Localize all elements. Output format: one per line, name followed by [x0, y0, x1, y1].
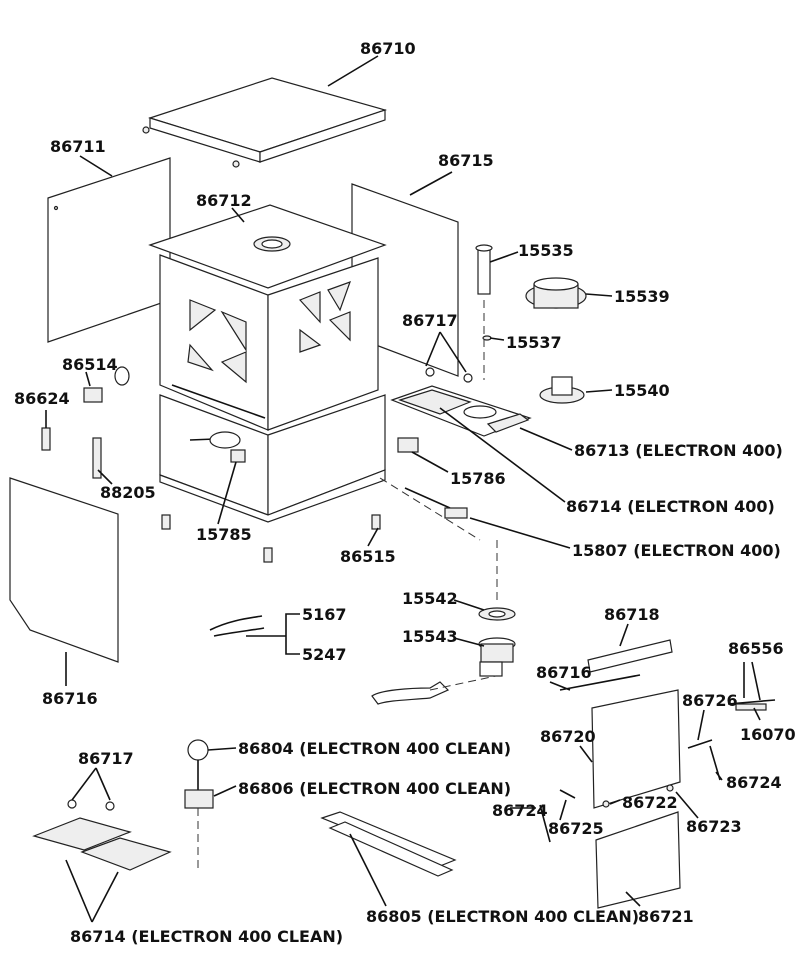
label-86724-right: 86724	[726, 773, 782, 792]
left-side-panel-part	[47, 157, 171, 343]
label-86715: 86715	[438, 151, 494, 170]
label-86714-electron-400: 86714 (ELECTRON 400)	[566, 497, 775, 516]
rinse-aid-parts	[475, 244, 587, 404]
label-86717-top: 86717	[402, 311, 458, 330]
label-86712: 86712	[196, 191, 252, 210]
label-86720: 86720	[540, 727, 596, 746]
label-15537: 15537	[506, 333, 562, 352]
label-86716-front: 86716	[42, 689, 98, 708]
label-15535: 15535	[518, 241, 574, 260]
label-86721: 86721	[638, 907, 694, 926]
alignment-lines	[197, 300, 498, 870]
label-86804: 86804 (ELECTRON 400 CLEAN)	[238, 739, 511, 758]
label-15540: 15540	[614, 381, 670, 400]
label-86556: 86556	[728, 639, 784, 658]
part-number-labels: 86710 86711 86715 86712 15535 15539 8671…	[14, 39, 796, 946]
label-15542: 15542	[402, 589, 458, 608]
small-parts-left	[41, 366, 130, 479]
label-86723: 86723	[686, 817, 742, 836]
label-86717-bottom: 86717	[78, 749, 134, 768]
clean-version-parts	[32, 739, 457, 877]
label-86713: 86713 (ELECTRON 400)	[574, 441, 783, 460]
label-86710: 86710	[360, 39, 416, 58]
front-panel-part	[9, 477, 119, 663]
label-86722: 86722	[622, 793, 678, 812]
label-86515: 86515	[340, 547, 396, 566]
label-86514: 86514	[62, 355, 118, 374]
label-15539: 15539	[614, 287, 670, 306]
label-15543: 15543	[402, 627, 458, 646]
label-86726: 86726	[682, 691, 738, 710]
label-86725: 86725	[548, 819, 604, 838]
label-86724-left: 86724	[492, 801, 548, 820]
label-86711: 86711	[50, 137, 106, 156]
label-5167: 5167	[302, 605, 347, 624]
top-lid-part	[142, 77, 388, 168]
label-88205: 88205	[100, 483, 156, 502]
label-15786: 15786	[450, 469, 506, 488]
leader-lines	[45, 55, 761, 923]
label-16070: 16070	[740, 725, 796, 744]
drain-parts	[371, 607, 516, 705]
label-15785: 15785	[196, 525, 252, 544]
label-86624: 86624	[14, 389, 70, 408]
main-tub-frame-part	[148, 204, 387, 563]
label-86806: 86806 (ELECTRON 400 CLEAN)	[238, 779, 511, 798]
filter-tray-part	[390, 367, 532, 437]
door-assembly-parts	[539, 639, 776, 909]
label-86714-clean: 86714 (ELECTRON 400 CLEAN)	[70, 927, 343, 946]
label-5247: 5247	[302, 645, 347, 664]
label-86716-door: 86716	[536, 663, 592, 682]
label-15807: 15807 (ELECTRON 400)	[572, 541, 781, 560]
label-86805: 86805 (ELECTRON 400 CLEAN)	[366, 907, 639, 926]
label-86718: 86718	[604, 605, 660, 624]
wash-arm-part	[397, 437, 468, 519]
cable-part	[209, 615, 265, 637]
